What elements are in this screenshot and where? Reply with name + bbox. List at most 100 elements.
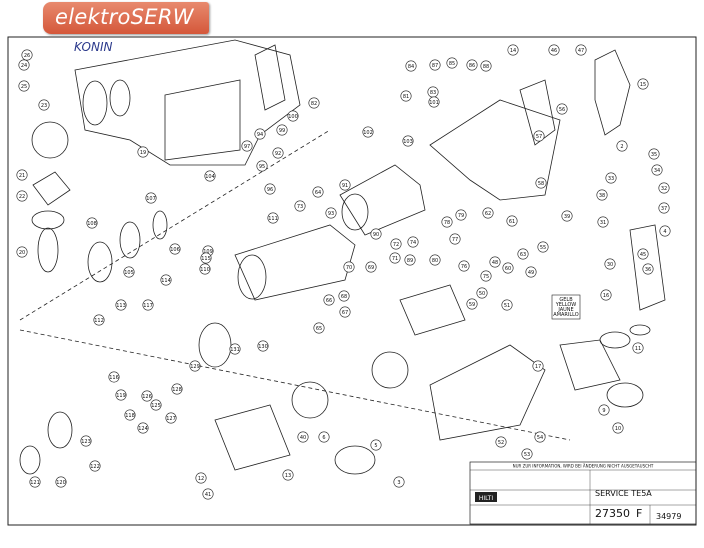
part-callout-circle bbox=[429, 254, 441, 266]
part-callout-circle bbox=[18, 80, 30, 92]
part-callout-circle bbox=[658, 202, 670, 214]
part-callout-circle bbox=[637, 78, 649, 90]
drawing-revision: F bbox=[636, 507, 642, 520]
part-number-label: 58 bbox=[538, 181, 544, 187]
part-number-label: 89 bbox=[407, 258, 413, 264]
part-number-label: 120 bbox=[56, 480, 66, 486]
part-callout-circle bbox=[202, 488, 214, 500]
part-number-label: 106 bbox=[170, 247, 180, 253]
part-number-label: 113 bbox=[116, 303, 126, 309]
part-callout-circle bbox=[282, 469, 294, 481]
part-number-label: 124 bbox=[138, 426, 148, 432]
part-number-label: 116 bbox=[109, 375, 119, 381]
part-number-label: 128 bbox=[172, 387, 182, 393]
part-callout-circle bbox=[556, 103, 568, 115]
part-number-label: 90 bbox=[373, 232, 379, 238]
part-number-label: 81 bbox=[403, 94, 409, 100]
part-callout-circle bbox=[257, 340, 269, 352]
part-callout-circle bbox=[318, 431, 330, 443]
part-number-label: 62 bbox=[485, 211, 491, 217]
part-callout-circle bbox=[195, 472, 207, 484]
part-number-label: 103 bbox=[403, 139, 413, 145]
part-number-label: 115 bbox=[201, 256, 211, 262]
part-number-label: 39 bbox=[564, 214, 570, 220]
drawing-number: 27350 bbox=[595, 507, 630, 520]
part-number-label: 40 bbox=[300, 435, 306, 441]
part-number-label: 45 bbox=[640, 252, 646, 258]
part-number-label: 100 bbox=[288, 114, 298, 120]
part-callout-circle bbox=[390, 238, 402, 250]
part-number-label: 85 bbox=[449, 61, 455, 67]
part-callout-circle bbox=[405, 60, 417, 72]
part-number-label: 70 bbox=[346, 265, 352, 271]
part-number-label: 2 bbox=[620, 144, 623, 150]
part-number-label: 23 bbox=[41, 103, 47, 109]
part-callout-circle bbox=[393, 476, 405, 488]
part-callout-circle bbox=[142, 299, 154, 311]
part-callout-circle bbox=[612, 422, 624, 434]
part-callout-circle bbox=[616, 140, 628, 152]
part-number-label: 91 bbox=[342, 183, 348, 189]
part-number-label: 59 bbox=[469, 302, 475, 308]
part-callout-circle bbox=[458, 260, 470, 272]
part-number-label: 12 bbox=[198, 476, 204, 482]
part-number-label: 94 bbox=[257, 132, 263, 138]
part-callout-circle bbox=[482, 207, 494, 219]
part-number-label: 41 bbox=[205, 492, 211, 498]
part-callout-circle bbox=[29, 476, 41, 488]
part-number-label: 61 bbox=[509, 219, 515, 225]
part-callout-circle bbox=[495, 436, 507, 448]
part-callout-circle bbox=[605, 172, 617, 184]
sheet-code: 34979 bbox=[656, 512, 681, 521]
part-callout-circle bbox=[600, 289, 612, 301]
part-callout-circle bbox=[264, 183, 276, 195]
part-callout-circle bbox=[659, 225, 671, 237]
part-number-label: 56 bbox=[559, 107, 565, 113]
part-number-label: 55 bbox=[540, 245, 546, 251]
part-callout-circle bbox=[115, 299, 127, 311]
part-number-label: 123 bbox=[81, 439, 91, 445]
part-callout-circle bbox=[272, 147, 284, 159]
part-callout-circle bbox=[632, 342, 644, 354]
part-number-label: 112 bbox=[94, 318, 104, 324]
part-number-label: 87 bbox=[432, 63, 438, 69]
part-callout-circle bbox=[637, 248, 649, 260]
part-number-label: 125 bbox=[151, 403, 161, 409]
part-callout-circle bbox=[294, 200, 306, 212]
part-callout-circle bbox=[658, 182, 670, 194]
part-callout-circle bbox=[169, 243, 181, 255]
part-callout-circle bbox=[466, 59, 478, 71]
part-number-label: 102 bbox=[363, 130, 373, 136]
part-number-label: 5 bbox=[374, 443, 377, 449]
part-number-label: 110 bbox=[200, 267, 210, 273]
part-callout-circle bbox=[308, 97, 320, 109]
part-callout-circle bbox=[93, 314, 105, 326]
part-callout-circle bbox=[276, 124, 288, 136]
part-number-label: 50 bbox=[479, 291, 485, 297]
part-callout-circle bbox=[343, 261, 355, 273]
part-callout-circle bbox=[339, 306, 351, 318]
part-callout-circle bbox=[441, 216, 453, 228]
part-callout-circle bbox=[561, 210, 573, 222]
part-callout-circle bbox=[534, 431, 546, 443]
part-number-label: 37 bbox=[661, 206, 667, 212]
part-number-label: 107 bbox=[146, 196, 156, 202]
part-callout-circle bbox=[256, 160, 268, 172]
part-callout-circle bbox=[476, 287, 488, 299]
main-outlines bbox=[19, 39, 666, 475]
part-number-label: 46 bbox=[551, 48, 557, 54]
part-number-label: 35 bbox=[651, 152, 657, 158]
part-number-label: 14 bbox=[510, 48, 516, 54]
part-callout-circle bbox=[400, 90, 412, 102]
brand-logo-subtitle: KONIN bbox=[74, 40, 113, 54]
part-number-label: 78 bbox=[444, 220, 450, 226]
part-callout-circle bbox=[323, 294, 335, 306]
part-callout-circle bbox=[449, 233, 461, 245]
part-number-label: 122 bbox=[90, 464, 100, 470]
part-callout-circle bbox=[200, 252, 212, 264]
part-callout-circle bbox=[338, 290, 350, 302]
part-callout-circle bbox=[16, 190, 28, 202]
part-number-label: 65 bbox=[316, 326, 322, 332]
